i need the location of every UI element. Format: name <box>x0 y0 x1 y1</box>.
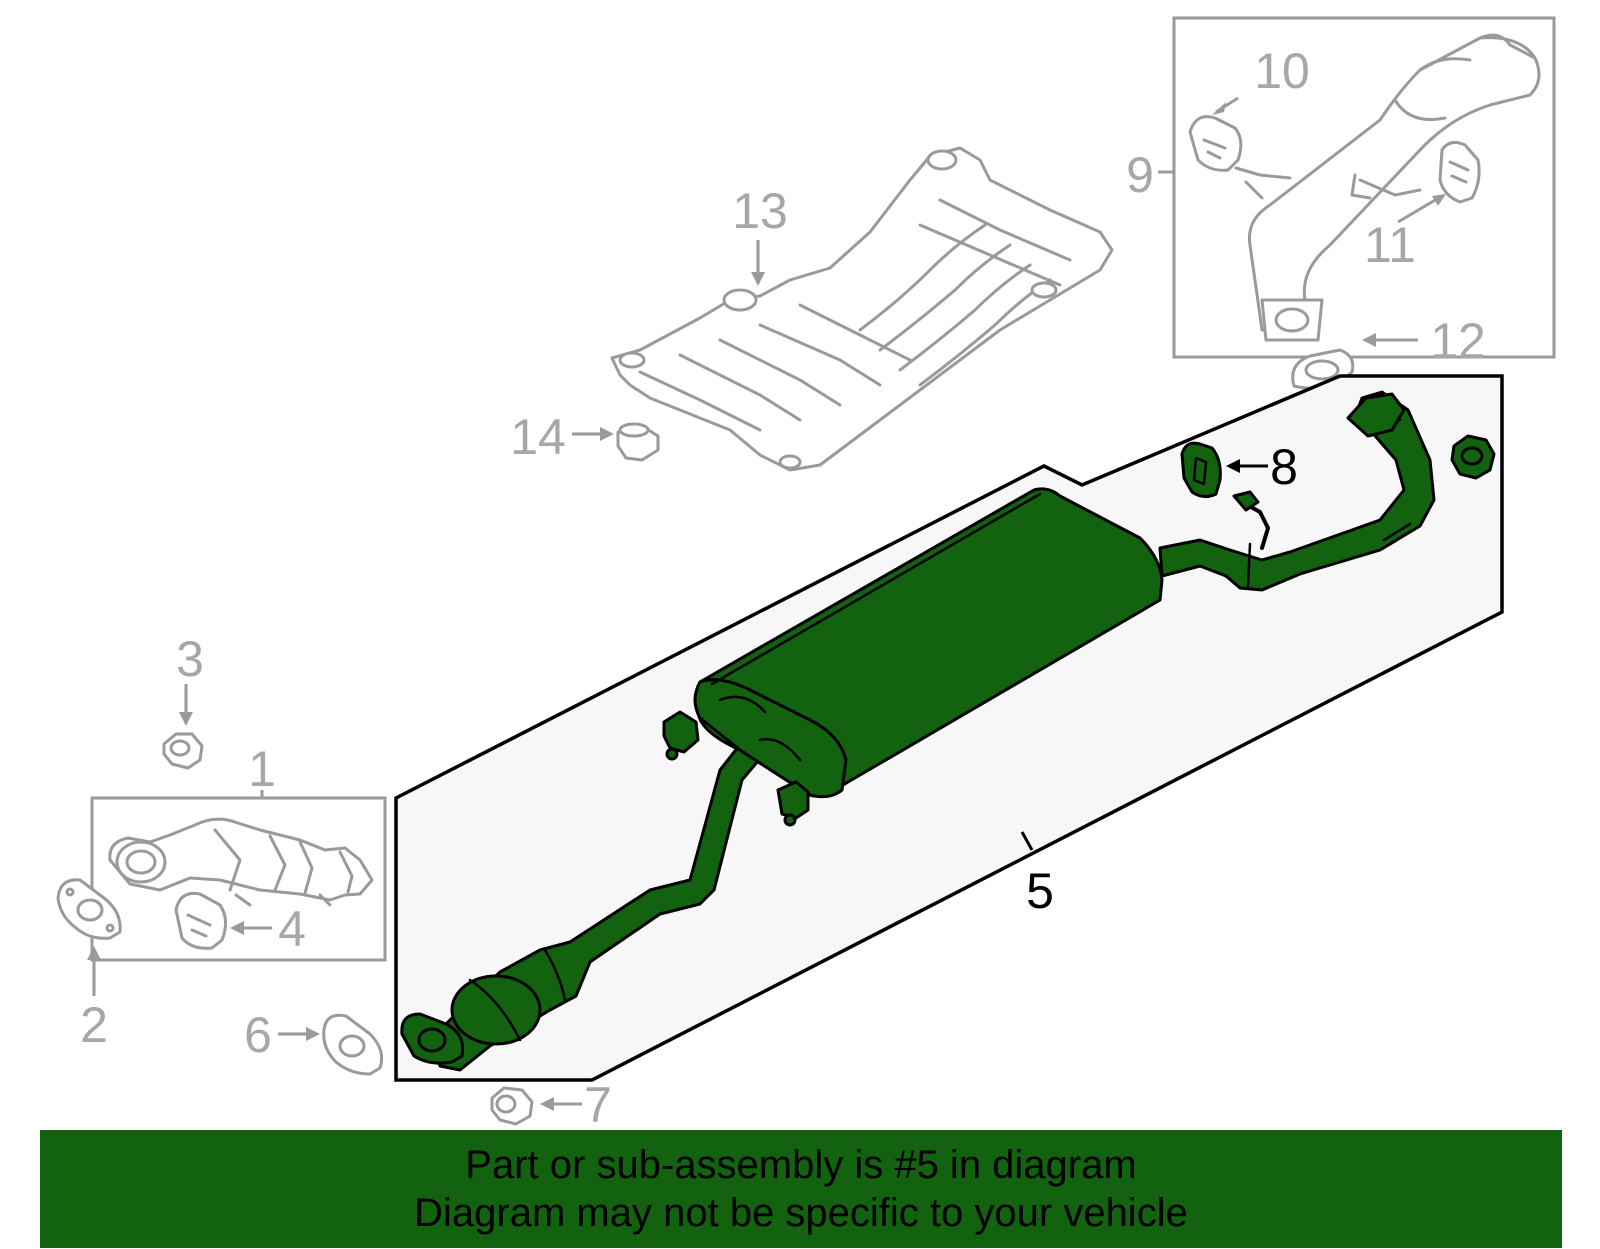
callout-4-arrowhead <box>230 921 244 935</box>
nut-3 <box>162 732 204 770</box>
callout-3-arrowhead <box>179 712 193 726</box>
callout-12-arrowhead <box>1362 333 1376 347</box>
callout-2-arrowhead <box>87 946 101 960</box>
callout-8-arrowhead <box>1226 459 1240 473</box>
callout-3: 3 <box>176 631 204 687</box>
callout-6-arrowhead <box>306 1027 320 1041</box>
callout-4: 4 <box>278 901 306 957</box>
hanger-insulator-10 <box>1188 115 1243 172</box>
banner-line-1: Part or sub-assembly is #5 in diagram <box>465 1143 1137 1187</box>
callout-10: 10 <box>1254 43 1310 99</box>
callout-14: 14 <box>510 409 566 465</box>
nut-7 <box>490 1086 534 1126</box>
callout-10-arrowhead <box>1212 102 1226 115</box>
hanger-insulator-8 <box>1180 441 1222 499</box>
callout-8: 8 <box>1270 439 1298 495</box>
callout-5-leader <box>1020 831 1034 851</box>
clip-14 <box>616 422 660 462</box>
banner-line-2: Diagram may not be specific to your vehi… <box>414 1191 1188 1235</box>
callout-6: 6 <box>244 1007 272 1063</box>
callout-11: 11 <box>1364 217 1416 273</box>
gasket-2 <box>56 878 122 940</box>
tailpipe-inset <box>1158 16 1556 359</box>
callout-2: 2 <box>80 997 108 1053</box>
callout-9: 9 <box>1126 147 1154 203</box>
heat-shield-13 <box>610 146 1114 472</box>
callout-13-arrowhead <box>751 272 765 286</box>
callout-1: 1 <box>248 741 276 797</box>
callout-14-arrowhead <box>600 427 614 441</box>
callout-5: 5 <box>1026 863 1054 919</box>
front-pipe-drawing <box>108 817 374 907</box>
gasket-6 <box>322 1013 384 1076</box>
flange-nut <box>1450 434 1496 480</box>
callout-12: 12 <box>1430 313 1486 369</box>
info-banner: Part or sub-assembly is #5 in diagram Di… <box>40 1130 1562 1248</box>
callout-7: 7 <box>584 1077 612 1133</box>
callout-13: 13 <box>732 183 788 239</box>
hanger-insulator-4 <box>174 891 227 950</box>
tailpipe-drawing <box>1234 33 1541 342</box>
callout-7-arrowhead <box>540 1097 554 1111</box>
front-pipe-inset <box>90 790 387 962</box>
callout-11-arrowhead <box>1432 194 1446 206</box>
muffler-assembly-5 <box>400 390 1436 1072</box>
hanger-insulator-11 <box>1438 140 1481 204</box>
